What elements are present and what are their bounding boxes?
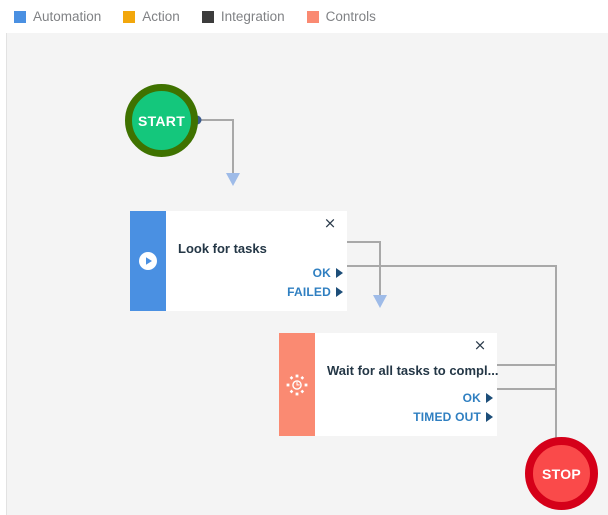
node-category-bar-automation bbox=[130, 211, 166, 311]
close-icon[interactable]: × bbox=[473, 336, 487, 354]
workflow-canvas[interactable]: START × Look for tasks OK FAILED bbox=[0, 33, 608, 515]
port-arrow-icon bbox=[486, 412, 493, 422]
port-label: OK bbox=[312, 266, 331, 280]
square-swatch-icon bbox=[14, 10, 26, 23]
node-output-ports: OK TIMED OUT bbox=[413, 391, 497, 429]
arrowhead-into-look bbox=[226, 173, 240, 186]
node-wait-for-all-tasks[interactable]: × Wait for all tasks to compl... OK TIME… bbox=[279, 333, 499, 436]
node-body: × Wait for all tasks to compl... OK TIME… bbox=[315, 333, 499, 436]
legend-label: Automation bbox=[33, 9, 102, 24]
port-label: OK bbox=[462, 391, 481, 405]
legend-label: Controls bbox=[325, 9, 376, 24]
node-title: Wait for all tasks to compl... bbox=[327, 363, 499, 378]
square-swatch-icon bbox=[306, 10, 319, 23]
spinner-icon bbox=[286, 374, 308, 395]
legend-item-action: Action bbox=[123, 9, 180, 24]
legend-item-controls: Controls bbox=[306, 9, 376, 24]
edge-start-to-look bbox=[196, 119, 234, 173]
node-body: × Look for tasks OK FAILED bbox=[166, 211, 347, 311]
port-ok[interactable]: OK bbox=[463, 391, 497, 405]
port-timed-out[interactable]: TIMED OUT bbox=[413, 410, 497, 424]
port-arrow-icon bbox=[336, 287, 343, 297]
port-arrow-icon bbox=[486, 393, 493, 403]
node-stop-label: STOP bbox=[541, 465, 582, 482]
play-circle-icon bbox=[139, 252, 157, 270]
legend-label: Action bbox=[142, 9, 180, 24]
port-label: FAILED bbox=[287, 285, 331, 299]
port-ok[interactable]: OK bbox=[313, 266, 347, 280]
legend-item-integration: Integration bbox=[201, 9, 285, 24]
port-label: TIMED OUT bbox=[413, 410, 481, 424]
node-category-bar-controls bbox=[279, 333, 315, 436]
square-swatch-icon bbox=[123, 10, 136, 23]
node-output-ports: OK FAILED bbox=[287, 266, 347, 304]
arrowhead-into-wait bbox=[373, 295, 387, 308]
legend-item-automation: Automation bbox=[14, 9, 101, 24]
category-legend: Automation Action Integration Controls bbox=[0, 0, 608, 33]
port-arrow-icon bbox=[336, 268, 343, 278]
square-swatch-icon bbox=[201, 10, 214, 23]
close-icon[interactable]: × bbox=[323, 214, 337, 232]
node-start[interactable]: START bbox=[125, 84, 198, 157]
node-title: Look for tasks bbox=[178, 241, 267, 256]
legend-label: Integration bbox=[220, 9, 285, 24]
port-failed[interactable]: FAILED bbox=[287, 285, 347, 299]
node-look-for-tasks[interactable]: × Look for tasks OK FAILED bbox=[130, 211, 347, 311]
node-stop[interactable]: STOP bbox=[525, 437, 598, 510]
node-start-label: START bbox=[137, 112, 186, 129]
